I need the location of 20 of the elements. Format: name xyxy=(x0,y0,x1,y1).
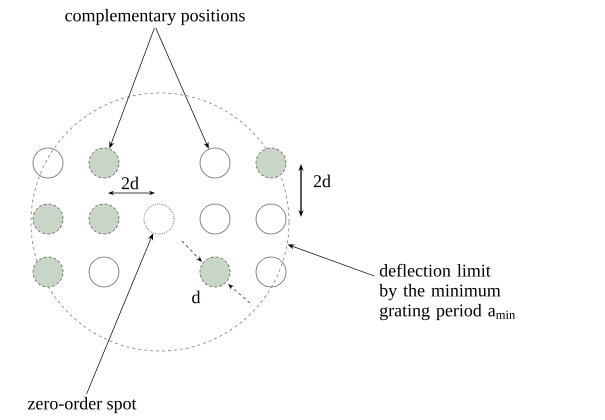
diffraction-spot xyxy=(256,256,286,288)
deflection-limit-circle xyxy=(30,92,290,352)
callout-text: deflection limit by the minimum grating period a$_{min}$ xyxy=(379,264,516,320)
dimension-label: d xyxy=(192,290,200,304)
diffraction-spot xyxy=(200,256,230,288)
dimension-label: 2d xyxy=(314,174,331,188)
diffraction-spot xyxy=(256,204,286,234)
diffraction-spot xyxy=(32,148,64,178)
diffraction-spot xyxy=(200,204,230,234)
dimension-label: 2d xyxy=(122,176,139,190)
diffraction-spot xyxy=(256,148,286,178)
diffraction-spot xyxy=(32,256,64,288)
callout-text: complementary positions xyxy=(65,8,245,26)
diffraction-spot xyxy=(32,204,64,234)
diffraction-spot xyxy=(88,204,120,234)
zero-order-spot xyxy=(144,204,174,234)
diffraction-spot xyxy=(88,256,120,288)
callout-text: zero-order spot xyxy=(28,396,136,414)
diffraction-spot xyxy=(88,148,120,178)
diffraction-spot xyxy=(200,148,230,178)
